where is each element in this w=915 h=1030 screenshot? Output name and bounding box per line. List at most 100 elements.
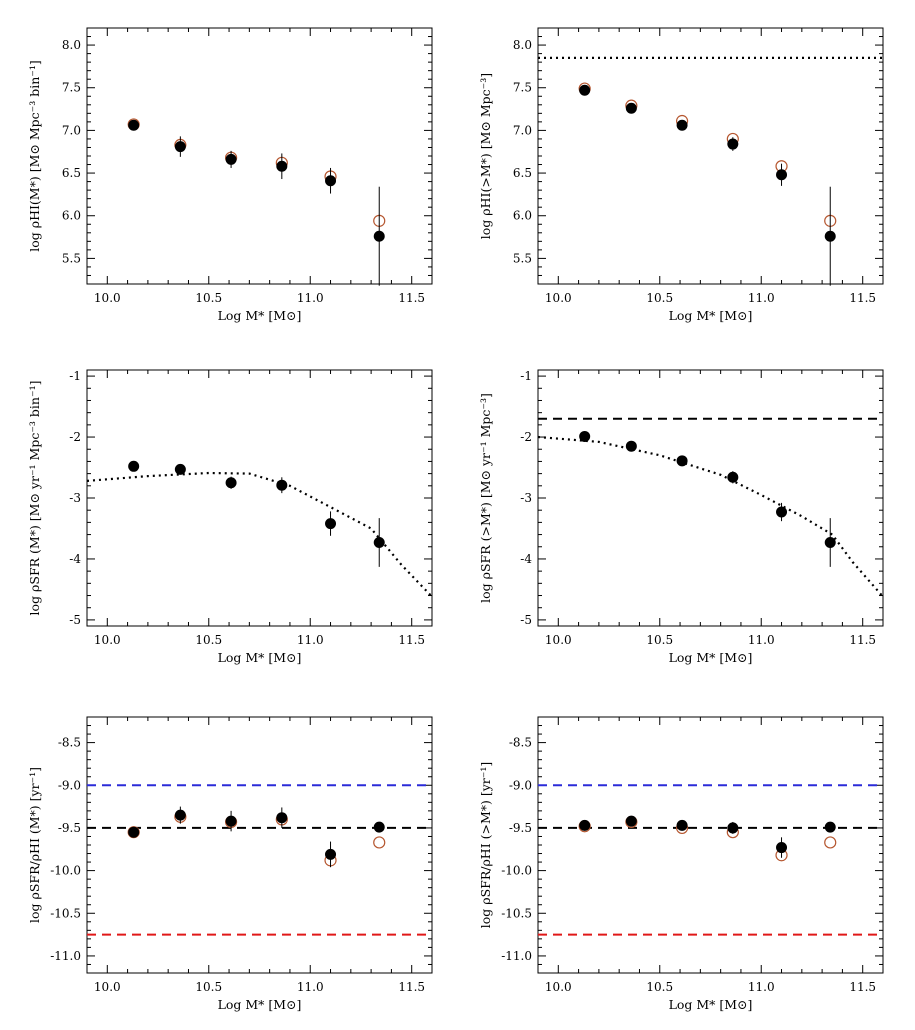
x-tick-label: 10.0 bbox=[94, 291, 121, 305]
y-axis-label: log ρSFR (M*) [M⊙ yr⁻¹ Mpc⁻³ bin⁻¹] bbox=[27, 381, 42, 616]
y-tick-label: -11.0 bbox=[50, 949, 81, 963]
y-tick-label: 8.0 bbox=[62, 38, 81, 52]
filled-marker bbox=[824, 230, 836, 242]
y-axis-label: log ρHI(M*) [M⊙ Mpc⁻³ bin⁻¹] bbox=[27, 60, 42, 252]
y-tick-label: 7.0 bbox=[513, 123, 532, 137]
filled-marker bbox=[727, 138, 739, 150]
plot-frame bbox=[86, 27, 433, 285]
y-axis-label: log ρSFR (>M*) [M⊙ yr⁻¹ Mpc⁻³] bbox=[478, 393, 493, 603]
x-tick-label: 10.5 bbox=[195, 291, 222, 305]
y-tick-label: -10.5 bbox=[501, 906, 532, 920]
filled-marker bbox=[225, 153, 237, 165]
x-axis-label: Log M* [M⊙] bbox=[218, 997, 302, 1012]
y-axis-label: log ρHI(>M*) [M⊙ Mpc⁻³] bbox=[478, 73, 493, 239]
filled-marker bbox=[727, 471, 739, 483]
y-tick-label: -9.5 bbox=[58, 821, 81, 835]
x-tick-label: 11.0 bbox=[748, 291, 775, 305]
y-tick-label: 8.0 bbox=[513, 38, 532, 52]
y-tick-label: 6.5 bbox=[513, 166, 532, 180]
filled-marker bbox=[174, 463, 186, 475]
filled-marker bbox=[128, 460, 140, 472]
open-marker bbox=[824, 836, 837, 849]
filled-marker bbox=[128, 119, 140, 131]
x-axis-label: Log M* [M⊙] bbox=[669, 308, 753, 323]
plot-frame bbox=[537, 369, 884, 627]
filled-marker bbox=[174, 141, 186, 153]
x-tick-label: 10.0 bbox=[545, 291, 572, 305]
x-tick-label: 10.5 bbox=[195, 633, 222, 647]
x-tick-label: 11.0 bbox=[297, 633, 324, 647]
y-tick-label: -2 bbox=[69, 430, 81, 444]
y-tick-label: -8.5 bbox=[58, 736, 81, 750]
y-tick-label: -2 bbox=[520, 430, 532, 444]
filled-marker bbox=[824, 821, 836, 833]
filled-marker bbox=[373, 230, 385, 242]
filled-marker bbox=[276, 160, 288, 172]
filled-marker bbox=[225, 477, 237, 489]
x-tick-label: 10.0 bbox=[545, 633, 572, 647]
y-tick-label: 6.5 bbox=[62, 166, 81, 180]
y-tick-label: 7.5 bbox=[513, 81, 532, 95]
filled-marker bbox=[776, 169, 788, 181]
y-axis-label: log ρSFR/ρHI (M*) [yr⁻¹] bbox=[27, 767, 42, 923]
y-tick-label: -1 bbox=[69, 369, 81, 383]
filled-marker bbox=[128, 826, 140, 838]
x-tick-label: 11.0 bbox=[748, 980, 775, 994]
y-tick-label: 6.0 bbox=[513, 209, 532, 223]
filled-marker bbox=[625, 102, 637, 114]
x-tick-label: 10.0 bbox=[94, 633, 121, 647]
filled-marker bbox=[579, 430, 591, 442]
plot-frame bbox=[86, 369, 433, 627]
filled-marker bbox=[276, 812, 288, 824]
y-tick-label: -8.5 bbox=[509, 736, 532, 750]
y-tick-label: -9.0 bbox=[509, 778, 532, 792]
panel-bottom-left: 10.0 10.5 11.0 11.5 -11.0 -10.5 -10.0 -9.5 -9.0 -… bbox=[27, 716, 433, 1012]
x-axis-label: Log M* [M⊙] bbox=[218, 308, 302, 323]
dotted-line bbox=[86, 471, 433, 598]
y-tick-label: 6.0 bbox=[62, 209, 81, 223]
x-tick-label: 11.0 bbox=[297, 980, 324, 994]
y-tick-label: -10.5 bbox=[50, 906, 81, 920]
filled-marker bbox=[676, 119, 688, 131]
y-tick-label: -4 bbox=[520, 552, 532, 566]
y-tick-label: 5.5 bbox=[513, 251, 532, 265]
x-tick-label: 11.0 bbox=[297, 291, 324, 305]
x-axis-label: Log M* [M⊙] bbox=[669, 650, 753, 665]
filled-marker bbox=[625, 815, 637, 827]
y-tick-label: -10.0 bbox=[50, 864, 81, 878]
x-axis-label: Log M* [M⊙] bbox=[218, 650, 302, 665]
filled-marker bbox=[676, 455, 688, 467]
filled-marker bbox=[373, 821, 385, 833]
y-tick-label: -5 bbox=[520, 613, 532, 627]
filled-marker bbox=[174, 809, 186, 821]
x-tick-label: 11.5 bbox=[398, 291, 425, 305]
filled-marker bbox=[579, 84, 591, 96]
x-axis-label: Log M* [M⊙] bbox=[669, 997, 753, 1012]
x-tick-label: 10.0 bbox=[94, 980, 121, 994]
x-tick-label: 10.0 bbox=[545, 980, 572, 994]
filled-marker bbox=[325, 175, 337, 187]
y-tick-label: 5.5 bbox=[62, 251, 81, 265]
filled-marker bbox=[727, 822, 739, 834]
y-tick-label: -10.0 bbox=[501, 864, 532, 878]
y-tick-label: -3 bbox=[69, 491, 81, 505]
filled-marker bbox=[373, 536, 385, 548]
x-tick-label: 10.5 bbox=[195, 980, 222, 994]
x-tick-label: 11.5 bbox=[398, 980, 425, 994]
x-tick-label: 11.5 bbox=[398, 633, 425, 647]
y-tick-label: -9.0 bbox=[58, 778, 81, 792]
x-tick-label: 11.0 bbox=[748, 633, 775, 647]
open-marker bbox=[373, 836, 386, 849]
filled-marker bbox=[225, 815, 237, 827]
filled-marker bbox=[579, 819, 591, 831]
y-tick-label: 7.5 bbox=[62, 81, 81, 95]
filled-marker bbox=[325, 848, 337, 860]
x-tick-label: 10.5 bbox=[646, 980, 673, 994]
x-tick-label: 11.5 bbox=[849, 980, 876, 994]
x-tick-label: 10.5 bbox=[646, 633, 673, 647]
x-tick-label: 10.5 bbox=[646, 291, 673, 305]
